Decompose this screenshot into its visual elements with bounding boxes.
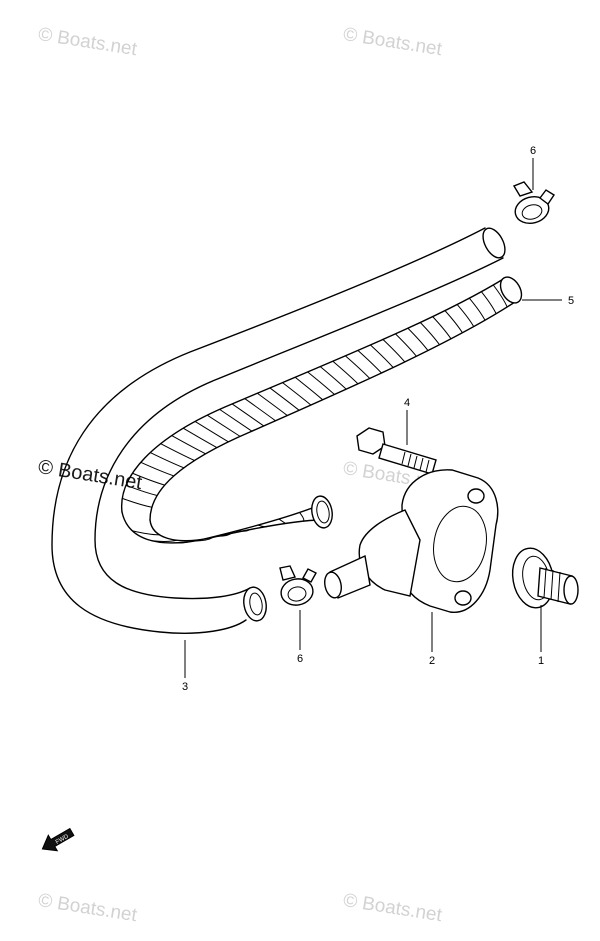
corrugation-ring [294,376,324,401]
protector-part-5 [120,276,523,544]
corrugation-ring [370,344,394,368]
corrugation-ring [480,291,497,314]
corrugation-ring [172,539,196,544]
corrugation-ring [219,408,253,432]
clip-part-6-bottom [279,565,317,606]
corrugation-ring [319,366,347,390]
corrugation-ring [194,421,229,443]
corrugation-ring [206,414,241,437]
corrugation-ring [231,403,265,427]
corrugation-ring [307,371,335,395]
corrugation-ring [468,297,486,321]
fitting-part-2 [324,469,499,613]
corrugation-ring [432,316,452,340]
corrugation-ring [150,452,185,469]
plug-part-1 [511,547,579,609]
corrugation-ring [345,355,371,379]
callout-5: 5 [568,295,574,307]
corrugation-ring [299,512,305,522]
callout-6-bottom: 6 [297,653,303,665]
corrugation-ring [332,360,359,385]
callout-1: 1 [538,655,544,667]
corrugation-ring [171,435,206,455]
hose-part-3 [51,227,506,634]
corrugation-ring [357,350,382,374]
fwd-arrow-icon: FWD [41,827,75,852]
corrugation-ring [282,382,312,406]
corrugation-ring [132,530,160,536]
corrugation-ring [492,284,508,308]
callout-6-top: 6 [530,145,536,157]
bolt-part-4 [356,427,437,475]
corrugation-ring [132,472,165,486]
corrugation-ring [456,304,475,327]
corrugation-ring [382,339,406,363]
corrugation-ring [194,536,214,542]
corrugation-ring [257,524,268,528]
callout-4: 4 [404,397,410,409]
callout-2: 2 [429,655,435,667]
corrugation-ring [236,529,250,532]
corrugation-ring [125,484,158,496]
corrugation-ring [160,443,195,461]
corrugation-ring [182,427,218,449]
corrugation-ring [244,398,276,422]
corrugation-ring [278,518,286,524]
corrugation-ring [151,539,178,542]
corrugation-ring [215,532,232,537]
leader-lines [184,158,562,678]
corrugation-ring [257,392,288,416]
clip-part-6-top [512,181,555,225]
corrugation-ring [140,461,174,477]
corrugation-ring [444,310,463,334]
corrugation-ring [419,322,440,346]
corrugation-ring [407,327,429,351]
corrugation-ring [395,333,417,357]
corrugation-ring [269,387,300,411]
corrugation-ring [122,497,152,508]
callout-3: 3 [182,681,188,693]
